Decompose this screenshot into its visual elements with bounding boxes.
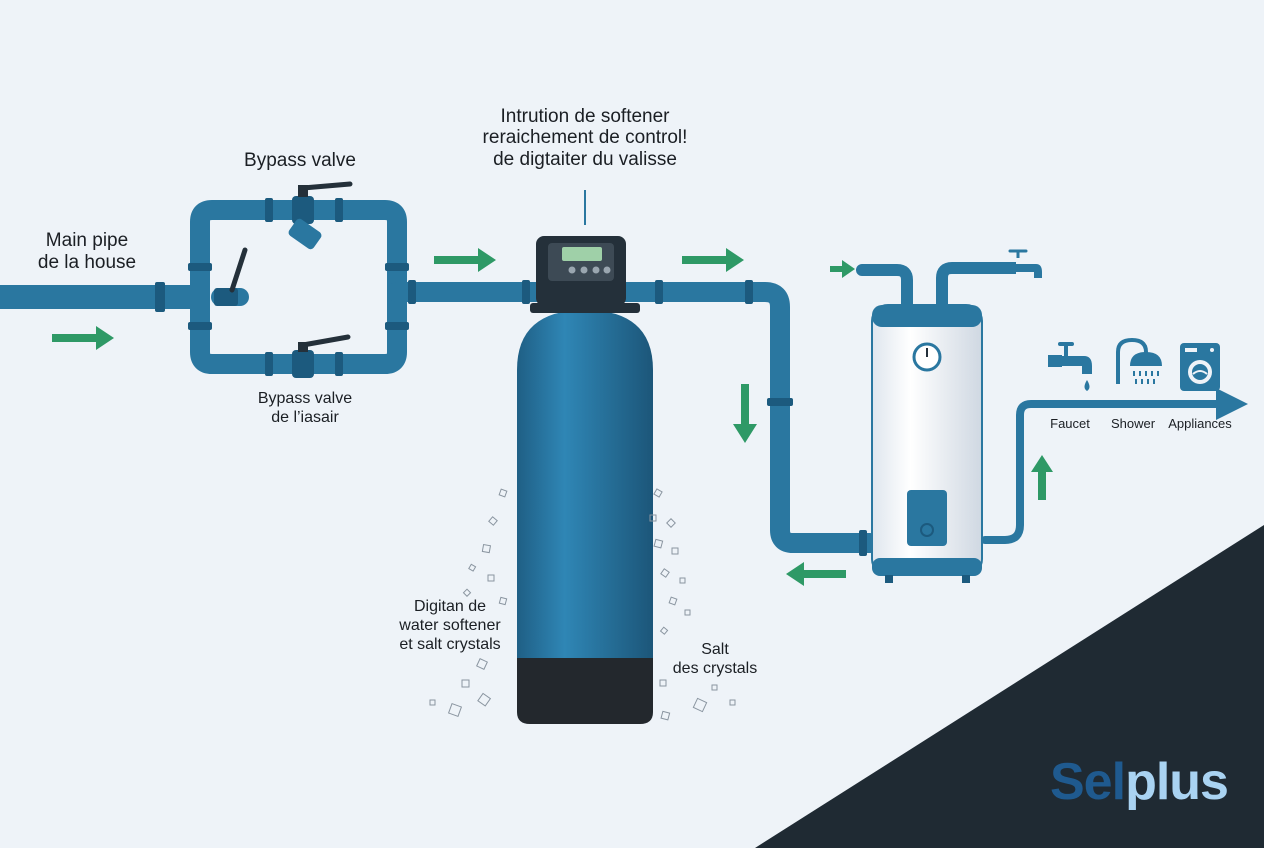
washing-machine-icon — [1180, 343, 1220, 391]
flow-arrow-right — [52, 326, 114, 350]
flow-arrow-right — [434, 248, 496, 272]
brand-logo-part2: plus — [1125, 753, 1229, 811]
heater-inlet-pipe — [856, 264, 913, 311]
bypass-valve-bottom — [292, 334, 351, 378]
tank-right-label-line: des crystals — [672, 659, 758, 677]
tank-left-label: Digitan de water softener et salt crysta… — [385, 598, 515, 655]
flow-arrow-up — [1031, 455, 1053, 500]
outlet-label-text: Appliances — [1168, 416, 1232, 431]
fitting — [408, 280, 416, 304]
fitting — [265, 198, 273, 222]
fitting — [859, 530, 867, 556]
softener-control-label-line: Intrution de softener — [500, 106, 670, 127]
flow-arrow-left — [786, 562, 846, 586]
outlet-label-faucet: Faucet — [1040, 416, 1100, 431]
flow-arrow-down — [733, 384, 757, 443]
softener-control-label: Intrution de softener reraichement de co… — [460, 106, 710, 170]
fitting — [745, 280, 753, 304]
bypass-valve-bottom-label-line: Bypass valve — [257, 390, 353, 407]
softener-control-label-line: de digtaiter du valisse — [493, 148, 677, 170]
tank-right-label-line: Salt — [701, 641, 729, 658]
flow-arrow-right — [682, 248, 744, 272]
control-display-icon — [562, 247, 602, 261]
heater-hot-pipe — [936, 262, 1008, 311]
bypass-valve-middle — [214, 247, 248, 306]
tank-left-label-line: et salt crystals — [399, 635, 501, 653]
brand-logo: Selplus — [1050, 752, 1229, 812]
flow-arrows — [52, 248, 1053, 586]
water-heater — [871, 304, 983, 583]
fitting — [385, 263, 409, 271]
outlet-label-appliances: Appliances — [1162, 416, 1238, 431]
outlet-label-shower: Shower — [1103, 416, 1163, 431]
bypass-valve-top — [288, 181, 353, 250]
fitting — [265, 352, 273, 376]
flow-arrow-right — [830, 260, 855, 278]
fitting — [335, 352, 343, 376]
fitting — [188, 263, 212, 271]
softener-tank — [517, 303, 653, 724]
shower-icon — [1116, 337, 1162, 384]
main-pipe-label: Main pipe de la house — [22, 230, 152, 275]
corner-panel — [755, 525, 1264, 848]
bypass-valve-top-label: Bypass valve — [230, 150, 370, 172]
salt-crystals — [429, 488, 736, 721]
fitting — [522, 280, 530, 304]
outlet-label-text: Faucet — [1050, 416, 1090, 431]
fitting — [767, 398, 793, 406]
fitting — [385, 322, 409, 330]
fitting — [655, 280, 663, 304]
bypass-valve-top-label-line: Bypass valve — [244, 150, 356, 171]
outlet-label-text: Shower — [1110, 416, 1156, 431]
control-head — [536, 236, 626, 306]
softener-control-label-line: reraichement de control! — [482, 127, 688, 149]
tank-right-label: Salt des crystals — [670, 641, 760, 679]
main-pipe-label-line: de la house — [37, 252, 137, 274]
fitting — [188, 322, 212, 330]
pipe-fittings — [155, 198, 867, 556]
tank-left-label-line: Digitan de — [413, 598, 487, 615]
bypass-valve-bottom-label-line: de l’iasair — [271, 408, 339, 426]
fitting — [155, 282, 165, 312]
softener-outlet-pipe — [615, 282, 880, 553]
hot-water-tap-icon — [1002, 249, 1042, 278]
brand-logo-part1: Sel — [1050, 753, 1126, 811]
tank-left-label-line: water softener — [399, 616, 501, 634]
fitting — [335, 198, 343, 222]
distribution-pipe — [981, 388, 1248, 544]
faucet-icon — [1048, 342, 1092, 391]
bypass-valve-bottom-label: Bypass valve de l’iasair — [240, 390, 370, 428]
main-pipe-label-line: Main pipe — [45, 230, 129, 251]
pressure-gauge-icon — [912, 342, 942, 372]
